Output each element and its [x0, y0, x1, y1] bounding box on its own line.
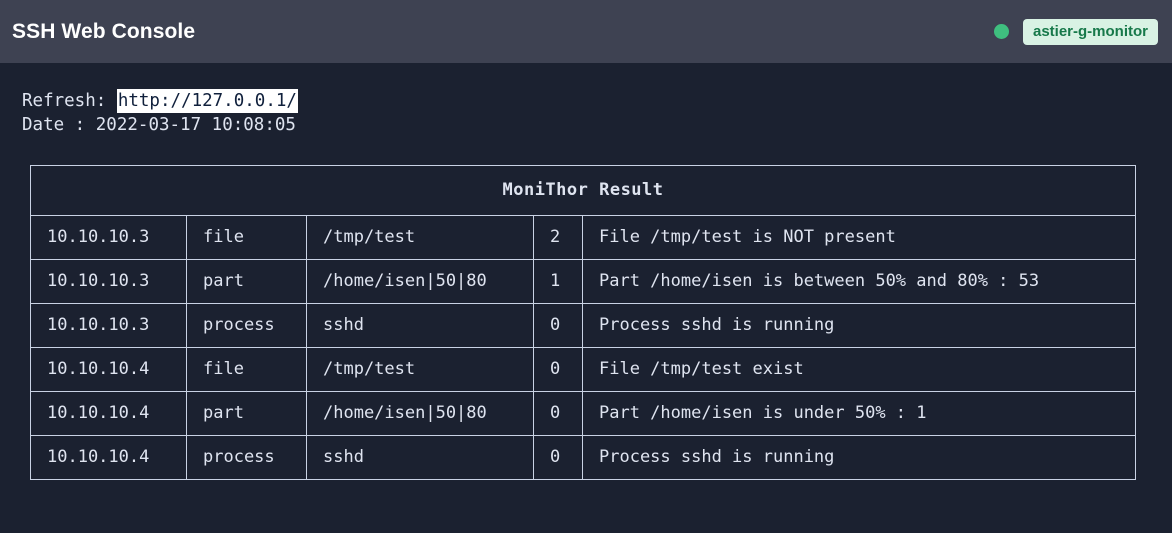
host-badge[interactable]: astier-g-monitor: [1022, 18, 1158, 45]
cell-message: Process sshd is running: [582, 435, 1136, 480]
cell-check-type: process: [186, 435, 307, 480]
cell-check-type: file: [186, 215, 307, 260]
cell-target: /tmp/test: [306, 215, 534, 260]
cell-host: 10.10.10.4: [30, 391, 187, 436]
table-caption: MoniThor Result: [30, 165, 1136, 216]
cell-host: 10.10.10.3: [30, 215, 187, 260]
refresh-url-link[interactable]: http://127.0.0.1/: [116, 89, 298, 113]
cell-code: 0: [533, 391, 583, 436]
cell-target: /tmp/test: [306, 347, 534, 392]
refresh-line: Refresh: http://127.0.0.1/: [22, 89, 1172, 113]
cell-check-type: process: [186, 303, 307, 348]
cell-target: sshd: [306, 303, 534, 348]
refresh-label: Refresh:: [22, 91, 117, 111]
cell-host: 10.10.10.3: [30, 259, 187, 304]
connection-status-group: astier-g-monitor: [993, 18, 1158, 45]
cell-message: File /tmp/test is NOT present: [582, 215, 1136, 260]
date-line: Date : 2022-03-17 10:08:05: [22, 113, 1172, 137]
app-header: SSH Web Console astier-g-monitor: [0, 0, 1172, 63]
cell-target: /home/isen|50|80: [306, 259, 534, 304]
cell-host: 10.10.10.4: [30, 435, 187, 480]
cell-message: Part /home/isen is under 50% : 1: [582, 391, 1136, 436]
cell-message: Process sshd is running: [582, 303, 1136, 348]
date-value: 2022-03-17 10:08:05: [95, 115, 296, 135]
cell-check-type: part: [186, 391, 307, 436]
table-caption-row: MoniThor Result: [30, 165, 1136, 216]
cell-host: 10.10.10.3: [30, 303, 187, 348]
cell-target: sshd: [306, 435, 534, 480]
date-label: Date :: [22, 115, 96, 135]
cell-host: 10.10.10.4: [30, 347, 187, 392]
cell-code: 2: [533, 215, 583, 260]
cell-check-type: file: [186, 347, 307, 392]
meta-info: Refresh: http://127.0.0.1/ Date : 2022-0…: [22, 89, 1172, 137]
cell-code: 0: [533, 303, 583, 348]
table-head: MoniThor Result: [30, 165, 1136, 216]
status-online-dot-icon: [993, 24, 1009, 39]
cell-target: /home/isen|50|80: [306, 391, 534, 436]
app-title: SSH Web Console: [12, 19, 196, 43]
cell-message: File /tmp/test exist: [582, 347, 1136, 392]
cell-check-type: part: [186, 259, 307, 304]
cell-code: 1: [533, 259, 583, 304]
cell-message: Part /home/isen is between 50% and 80% :…: [582, 259, 1136, 304]
cell-code: 0: [533, 347, 583, 392]
cell-code: 0: [533, 435, 583, 480]
